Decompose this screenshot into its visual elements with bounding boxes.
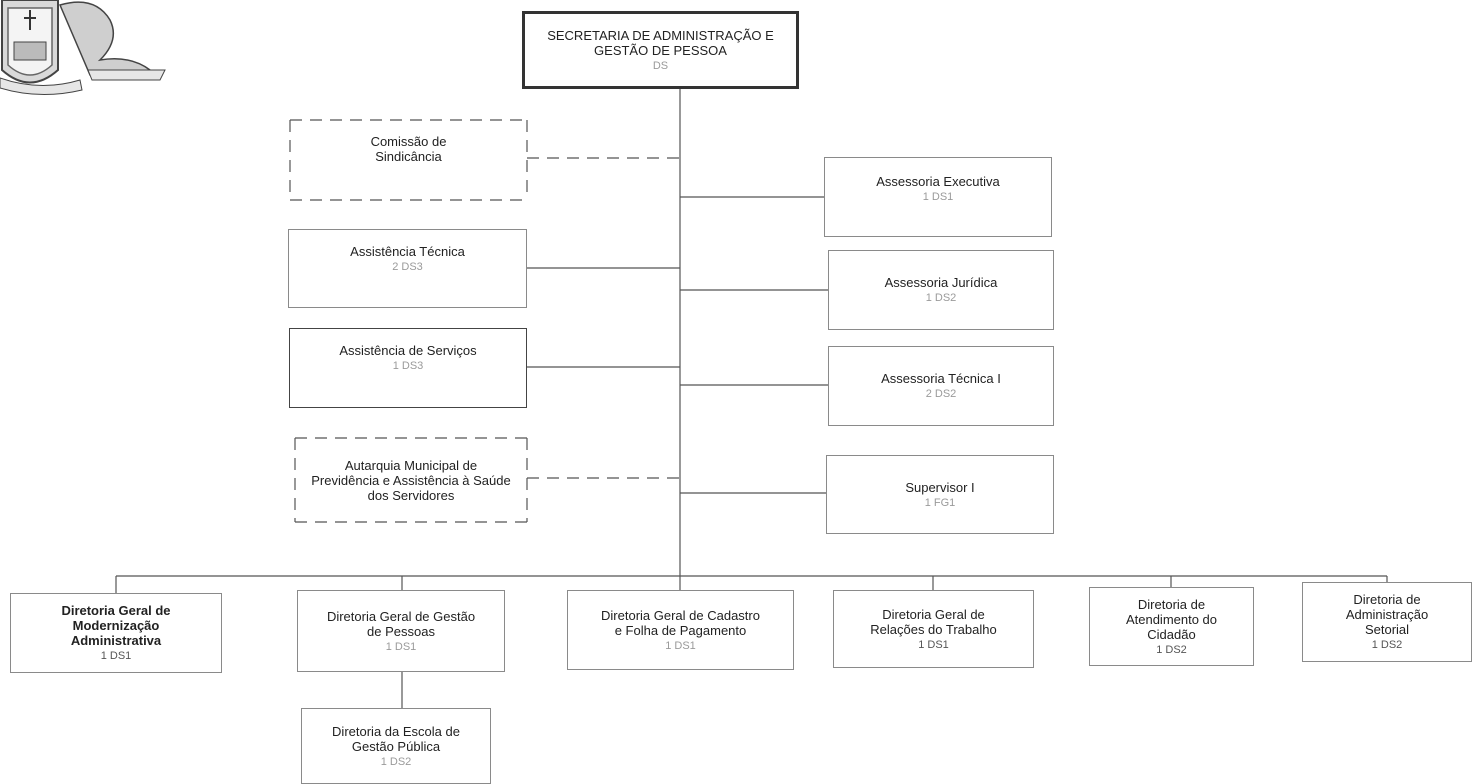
assessoria-executiva-title: Assessoria Executiva (876, 174, 1000, 189)
diretoria-atendimento-code: 1 DS2 (1156, 643, 1187, 656)
assessoria-executiva-box: Assessoria Executiva 1 DS1 (824, 157, 1052, 237)
autarquia-box: Autarquia Municipal de Previdência e Ass… (297, 440, 525, 520)
coat-of-arms-logo (0, 0, 166, 95)
autarquia-title: Autarquia Municipal de Previdência e Ass… (311, 457, 511, 503)
assessoria-juridica-box: Assessoria Jurídica 1 DS2 (828, 250, 1054, 330)
diretoria-relacoes-box: Diretoria Geral de Relações do Trabalho … (833, 590, 1034, 668)
comissao-sindicancia-box: Comissão de Sindicância (292, 122, 525, 198)
assessoria-juridica-code: 1 DS2 (925, 292, 957, 304)
assistencia-tecnica-box: Assistência Técnica 2 DS3 (288, 229, 527, 308)
comissao-sindicancia-title: Comissão de Sindicância (370, 134, 447, 164)
diretoria-cadastro-code: 1 DS1 (665, 639, 696, 652)
diretoria-cadastro-title: Diretoria Geral de Cadastro e Folha de P… (601, 607, 760, 638)
assessoria-juridica-title: Assessoria Jurídica (884, 275, 998, 290)
diretoria-escola-title: Diretoria da Escola de Gestão Pública (332, 723, 460, 754)
assistencia-tecnica-title: Assistência Técnica (350, 244, 465, 259)
diretoria-administracao-setorial-title: Diretoria de Administração Setorial (1345, 592, 1429, 637)
secretaria-title: SECRETARIA DE ADMINISTRAÇÃO E GESTÃO DE … (547, 27, 774, 58)
diretoria-administracao-setorial-box: Diretoria de Administração Setorial 1 DS… (1302, 582, 1472, 662)
assessoria-executiva-code: 1 DS1 (922, 191, 954, 203)
assistencia-servicos-box: Assistência de Serviços 1 DS3 (289, 328, 527, 408)
diretoria-modernizacao-box: Diretoria Geral de Modernização Administ… (10, 593, 222, 673)
diretoria-cadastro-box: Diretoria Geral de Cadastro e Folha de P… (567, 590, 794, 670)
diretoria-atendimento-title: Diretoria de Atendimento do Cidadão (1125, 596, 1218, 642)
diretoria-modernizacao-code: 1 DS1 (100, 650, 132, 662)
diretoria-relacoes-title: Diretoria Geral de Relações do Trabalho (870, 606, 997, 637)
diretoria-administracao-setorial-code: 1 DS2 (1371, 639, 1403, 651)
assistencia-tecnica-code: 2 DS3 (392, 261, 423, 273)
diretoria-relacoes-code: 1 DS1 (918, 638, 949, 651)
supervisor-box: Supervisor I 1 FG1 (826, 455, 1054, 534)
assistencia-servicos-code: 1 DS3 (392, 360, 424, 372)
assessoria-tecnica-title: Assessoria Técnica I (881, 371, 1001, 386)
diretoria-gestao-pessoas-box: Diretoria Geral de Gestão de Pessoas 1 D… (297, 590, 505, 672)
supervisor-code: 1 FG1 (924, 496, 956, 509)
diretoria-gestao-pessoas-title: Diretoria Geral de Gestão de Pessoas (326, 608, 476, 639)
assistencia-servicos-title: Assistência de Serviços (339, 343, 477, 358)
supervisor-title: Supervisor I (905, 479, 975, 495)
diretoria-escola-code: 1 DS2 (380, 755, 412, 768)
assessoria-tecnica-box: Assessoria Técnica I 2 DS2 (828, 346, 1054, 426)
diretoria-escola-box: Diretoria da Escola de Gestão Pública 1 … (301, 708, 491, 784)
diretoria-modernizacao-title: Diretoria Geral de Modernização Administ… (61, 603, 171, 648)
assessoria-tecnica-code: 2 DS2 (925, 388, 957, 400)
diretoria-gestao-pessoas-code: 1 DS1 (385, 640, 417, 653)
secretaria-code: DS (652, 59, 669, 72)
secretaria-box: SECRETARIA DE ADMINISTRAÇÃO E GESTÃO DE … (522, 11, 799, 89)
diretoria-atendimento-box: Diretoria de Atendimento do Cidadão 1 DS… (1089, 587, 1254, 666)
